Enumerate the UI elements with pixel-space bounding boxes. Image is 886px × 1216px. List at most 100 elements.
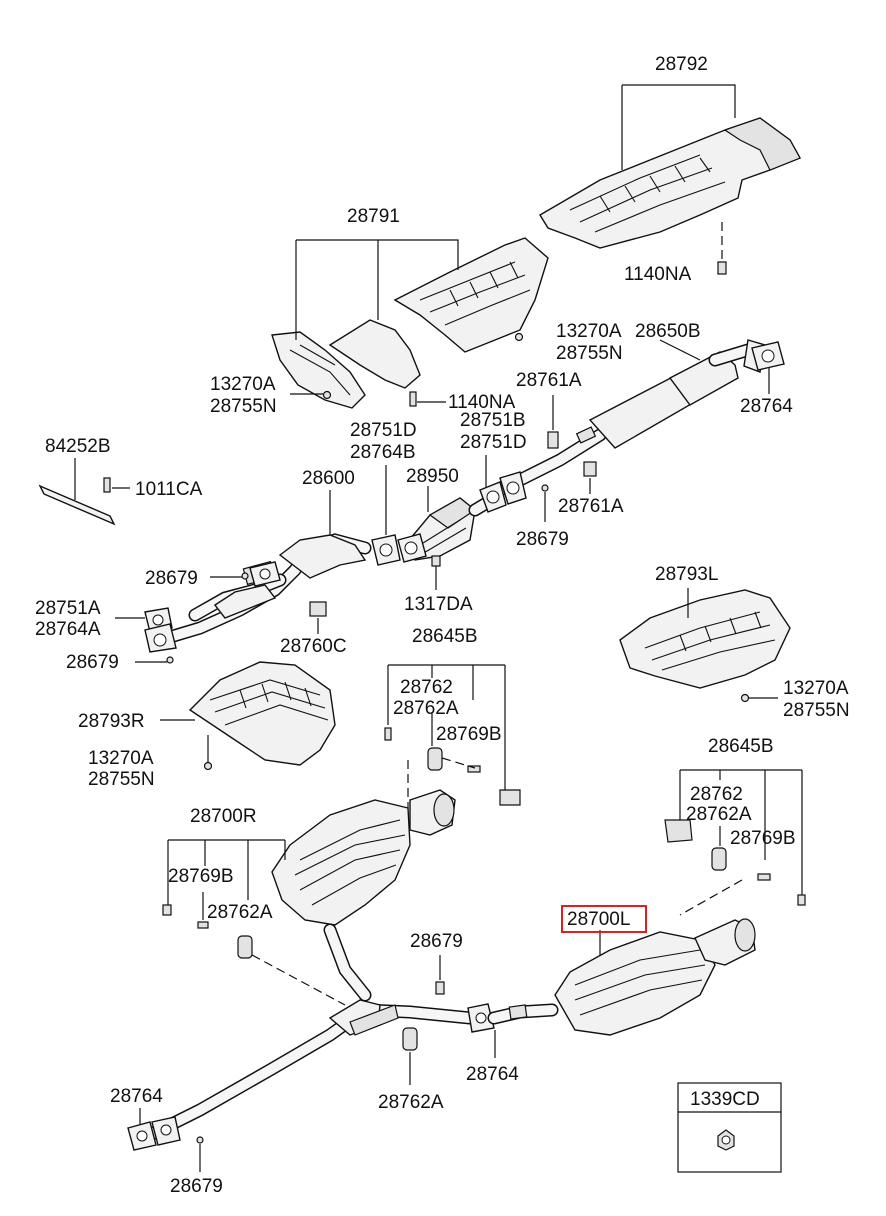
leader-28645b-right (679, 769, 803, 895)
heat-protector-28793l (619, 589, 791, 689)
label-28769b-b: 28769B (168, 866, 234, 887)
center-pipe-28650b (493, 339, 766, 497)
label-28764-b: 28764 (466, 1064, 519, 1085)
label-1339cd: 1339CD (690, 1089, 760, 1110)
label-28761a-top: 28761A (516, 370, 582, 391)
label-28793l: 28793L (655, 564, 718, 585)
label-28793r: 28793R (78, 711, 145, 732)
rubber-hanger-28762a-bottom (402, 1027, 418, 1051)
label-28679-a: 28679 (145, 568, 198, 589)
label-28764-right: 28764 (740, 396, 793, 417)
label-28760c: 28760C (280, 636, 347, 657)
flange-center (499, 471, 527, 505)
strip-84252b (38, 484, 116, 526)
bushing-28769b-left (197, 921, 209, 929)
flange-front (144, 623, 177, 653)
nut-13270a-r (740, 693, 750, 703)
label-1140na-mid: 1140NA (448, 392, 516, 413)
gasket-28764b (397, 533, 427, 563)
bolt-1317da (431, 555, 441, 567)
gasket-28764-right (751, 341, 785, 371)
label-28764a: 28764A (35, 619, 101, 640)
nut-28679-a (241, 572, 249, 580)
label-28762a-c: 28762A (207, 902, 273, 923)
label-1140na-top: 1140NA (624, 264, 692, 285)
leader-28645b-top (387, 664, 506, 790)
nut-28679-e (196, 1136, 204, 1144)
rubber-hanger-28762a-right (711, 847, 727, 871)
label-28761a-bot: 28761A (558, 496, 624, 517)
bolt-28645b-right (797, 894, 806, 906)
dash-28769b-top (441, 757, 476, 769)
label-28755n-b: 28755N (88, 769, 155, 790)
gasket-28764-bottom (467, 1003, 495, 1033)
nut-13270a-b (203, 761, 213, 771)
leader-28700r (167, 839, 286, 905)
heat-protector-28793r (188, 661, 336, 766)
gasket-28751b (479, 481, 507, 513)
label-28679-e: 28679 (170, 1176, 223, 1197)
label-84252b: 84252B (45, 436, 111, 457)
label-1317da: 1317DA (404, 594, 473, 615)
gasket-upper-front (249, 561, 281, 587)
dash-hanger-to-rear-muffler (679, 879, 743, 916)
dash-left-hanger (251, 954, 346, 1006)
bolt-1011ca (103, 477, 111, 493)
nut-13270a-left-shape (322, 390, 332, 400)
label-28755n-left: 28755N (210, 396, 277, 417)
muffler-28700l (487, 918, 756, 1036)
bolt-28679-d (435, 981, 445, 995)
label-28679-d: 28679 (410, 931, 463, 952)
label-28600: 28600 (302, 468, 355, 489)
hanger-28761a-bot (583, 461, 597, 477)
highlight-28700l (561, 905, 647, 933)
heat-protector-28791 (271, 237, 549, 409)
label-28751b: 28751B (460, 410, 526, 431)
bolt-28700r (162, 904, 172, 916)
label-28645b-top: 28645B (412, 626, 478, 647)
label-1011ca: 1011CA (135, 479, 203, 500)
label-13270a-mid: 13270A (556, 321, 622, 342)
label-28700r: 28700R (190, 806, 257, 827)
bracket-28645b-top (499, 789, 521, 806)
bushing-28769b-right (757, 873, 771, 881)
label-28762a-b: 28762A (686, 804, 752, 825)
bolt-1140na-mid (409, 391, 417, 407)
label-28751a: 28751A (35, 598, 101, 619)
label-28679-center: 28679 (516, 529, 569, 550)
leader-28791 (295, 239, 459, 340)
gasket-28751d (371, 534, 401, 566)
label-13270a-left: 13270A (210, 374, 276, 395)
label-28645b-right: 28645B (708, 736, 774, 757)
leader-28792 (621, 84, 736, 170)
hanger-28760c (309, 601, 327, 617)
rubber-hanger-28762a-top (427, 747, 443, 771)
label-28769b-a: 28769B (436, 724, 502, 745)
muffler-28700r (271, 789, 456, 1002)
label-28751d-a: 28751D (350, 420, 417, 441)
bushing-28769b-top (467, 765, 481, 773)
part-box-1339cd (677, 1082, 782, 1173)
label-28679-b: 28679 (66, 652, 119, 673)
gasket-28764-left (127, 1116, 181, 1151)
label-28769b-c: 28769B (730, 828, 796, 849)
label-28751d-b: 28751D (460, 432, 527, 453)
label-13270a-b: 13270A (88, 748, 154, 769)
nut-28679-b (166, 656, 174, 664)
leader-28650b (659, 339, 701, 361)
label-28762-b: 28762 (690, 784, 743, 805)
bracket-28645b-right (664, 819, 693, 843)
label-28791: 28791 (347, 206, 400, 227)
label-28762a-d: 28762A (378, 1092, 444, 1113)
label-28762-a: 28762 (400, 677, 453, 698)
hanger-28761a-top (547, 431, 559, 449)
label-28650b: 28650B (635, 321, 701, 342)
bolt-28645b-top (384, 727, 392, 741)
nut-13270a-mid-shape (514, 332, 524, 342)
main-pipe-y (143, 999, 477, 1142)
heat-protector-28792 (539, 117, 801, 249)
nut-28679-center (541, 484, 549, 492)
rubber-hanger-28762a-left (237, 935, 253, 959)
